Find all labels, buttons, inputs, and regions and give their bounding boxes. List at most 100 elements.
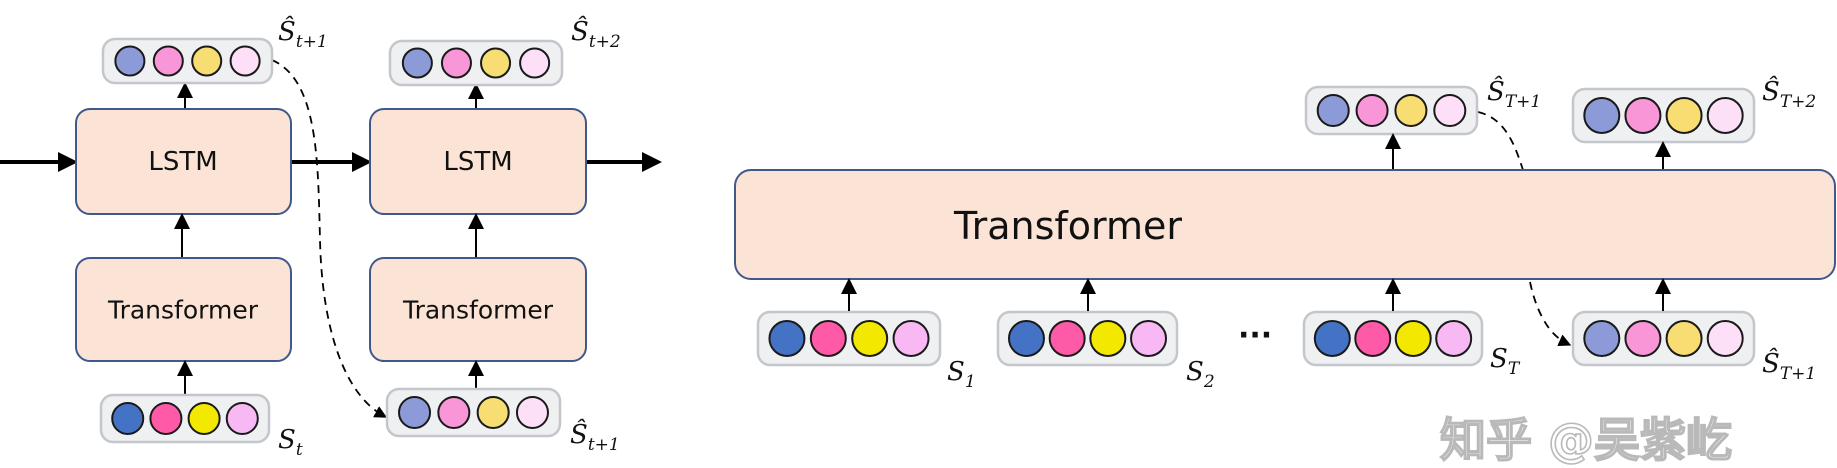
state-element-dot <box>398 395 432 430</box>
transformer-label-large: Transformer <box>953 204 1182 248</box>
lstm-label-2: LSTM <box>443 147 512 177</box>
state-label: ŜT+1 <box>1487 75 1541 112</box>
state-element-dot <box>1624 97 1662 134</box>
state-element-dot <box>1583 320 1621 357</box>
vector-container <box>996 310 1179 367</box>
state-element-dot <box>1354 320 1392 357</box>
state-subscript: T+2 <box>1780 92 1816 112</box>
state-subscript: t <box>296 440 303 460</box>
state-subscript: T+1 <box>1780 364 1816 384</box>
ellipsis: ··· <box>1238 318 1272 353</box>
state-element-dot <box>1435 320 1473 357</box>
vector-container <box>756 310 942 367</box>
state-element-dot <box>519 47 551 79</box>
right-diagram: Transformer ··· <box>734 111 1836 353</box>
state-element-dot <box>187 401 221 436</box>
state-element-dot <box>892 320 930 357</box>
state-element-dot <box>1048 320 1086 357</box>
vector-container <box>1302 310 1484 367</box>
transformer-label-1: Transformer <box>107 296 259 325</box>
state-subscript: t+2 <box>589 32 621 52</box>
state-element-dot <box>1665 97 1703 134</box>
input-vector-right-4: ŜT+1 <box>1571 310 1816 384</box>
state-element-dot <box>152 45 184 77</box>
vector-container <box>385 387 562 438</box>
state-element-dot <box>1394 93 1428 128</box>
state-subscript: t+1 <box>296 32 328 52</box>
state-subscript: 2 <box>1203 372 1215 392</box>
state-element-dot <box>768 320 806 357</box>
state-element-dot <box>1706 320 1744 357</box>
lstm-label-1: LSTM <box>148 147 217 177</box>
state-element-dot <box>229 45 261 77</box>
input-vector-right-1: S1 <box>756 310 976 392</box>
state-label: S2 <box>1186 357 1215 392</box>
state-label: Ŝt+2 <box>571 15 621 52</box>
state-element-dot <box>480 47 512 79</box>
feedback-dashed-arrow-right-bottom <box>1529 281 1572 347</box>
output-vector-right-2: ŜT+2 <box>1571 75 1816 144</box>
state-element-dot <box>225 401 259 436</box>
state-element-dot <box>149 401 183 436</box>
state-element-dot <box>1706 97 1744 134</box>
feedback-dashed-arrow-left <box>271 59 388 418</box>
state-element-dot <box>1089 320 1127 357</box>
vector-container <box>101 37 274 85</box>
output-vector-left-1: Ŝt+1 <box>101 15 328 85</box>
state-symbol: Ŝ <box>1762 75 1780 107</box>
state-symbol: S <box>278 425 296 455</box>
watermark: 知乎 @吴紫屹 <box>1440 413 1732 467</box>
state-element-dot <box>1007 320 1045 357</box>
transformer-label-2: Transformer <box>402 296 554 325</box>
state-subscript: T+1 <box>1505 92 1541 112</box>
state-symbol: Ŝ <box>1762 347 1780 379</box>
input-vector-right-2: S2 <box>996 310 1215 392</box>
state-label: ŜT+1 <box>1762 347 1816 384</box>
input-vector-left-2: Ŝt+1 <box>385 387 620 455</box>
vector-container <box>388 39 564 87</box>
state-symbol: Ŝ <box>1487 75 1505 107</box>
state-label: S1 <box>947 357 976 392</box>
output-vector-right-1: ŜT+1 <box>1304 75 1541 136</box>
state-element-dot <box>440 47 472 79</box>
state-label: Ŝt+1 <box>278 15 328 52</box>
state-element-dot <box>1316 93 1350 128</box>
state-element-dot <box>1355 93 1389 128</box>
state-label: ŜT+2 <box>1762 75 1816 112</box>
state-symbol: Ŝ <box>571 15 589 47</box>
input-vector-right-3: ST <box>1302 310 1521 379</box>
state-element-dot <box>1394 320 1432 357</box>
transformer-block-large <box>734 169 1836 280</box>
state-label: St <box>278 425 303 460</box>
state-symbol: S <box>1186 357 1204 387</box>
state-symbol: Ŝ <box>278 15 296 47</box>
output-vector-left-2: Ŝt+2 <box>388 15 621 87</box>
state-element-dot <box>437 395 471 430</box>
state-symbol: Ŝ <box>570 418 588 450</box>
state-element-dot <box>476 395 510 430</box>
state-label: Ŝt+1 <box>570 418 620 455</box>
state-subscript: T <box>1508 359 1521 379</box>
feedback-dashed-arrow-right-top <box>1477 111 1524 171</box>
state-subscript: 1 <box>965 372 976 392</box>
state-element-dot <box>111 401 145 436</box>
state-element-dot <box>515 395 549 430</box>
state-element-dot <box>401 47 433 79</box>
state-element-dot <box>851 320 889 357</box>
state-label: ST <box>1490 344 1521 379</box>
input-vector-left-1: St <box>99 393 303 460</box>
state-element-dot <box>1624 320 1662 357</box>
state-element-dot <box>114 45 146 77</box>
state-symbol: S <box>1490 344 1508 374</box>
state-symbol: S <box>947 357 965 387</box>
state-element-dot <box>1313 320 1351 357</box>
state-element-dot <box>1665 320 1703 357</box>
left-diagram: LSTM LSTM Transformer Transformer <box>0 59 662 418</box>
vector-container <box>99 393 271 444</box>
state-element-dot <box>191 45 223 77</box>
vector-container <box>1571 310 1756 367</box>
state-element-dot <box>809 320 847 357</box>
state-element-dot <box>1130 320 1168 357</box>
